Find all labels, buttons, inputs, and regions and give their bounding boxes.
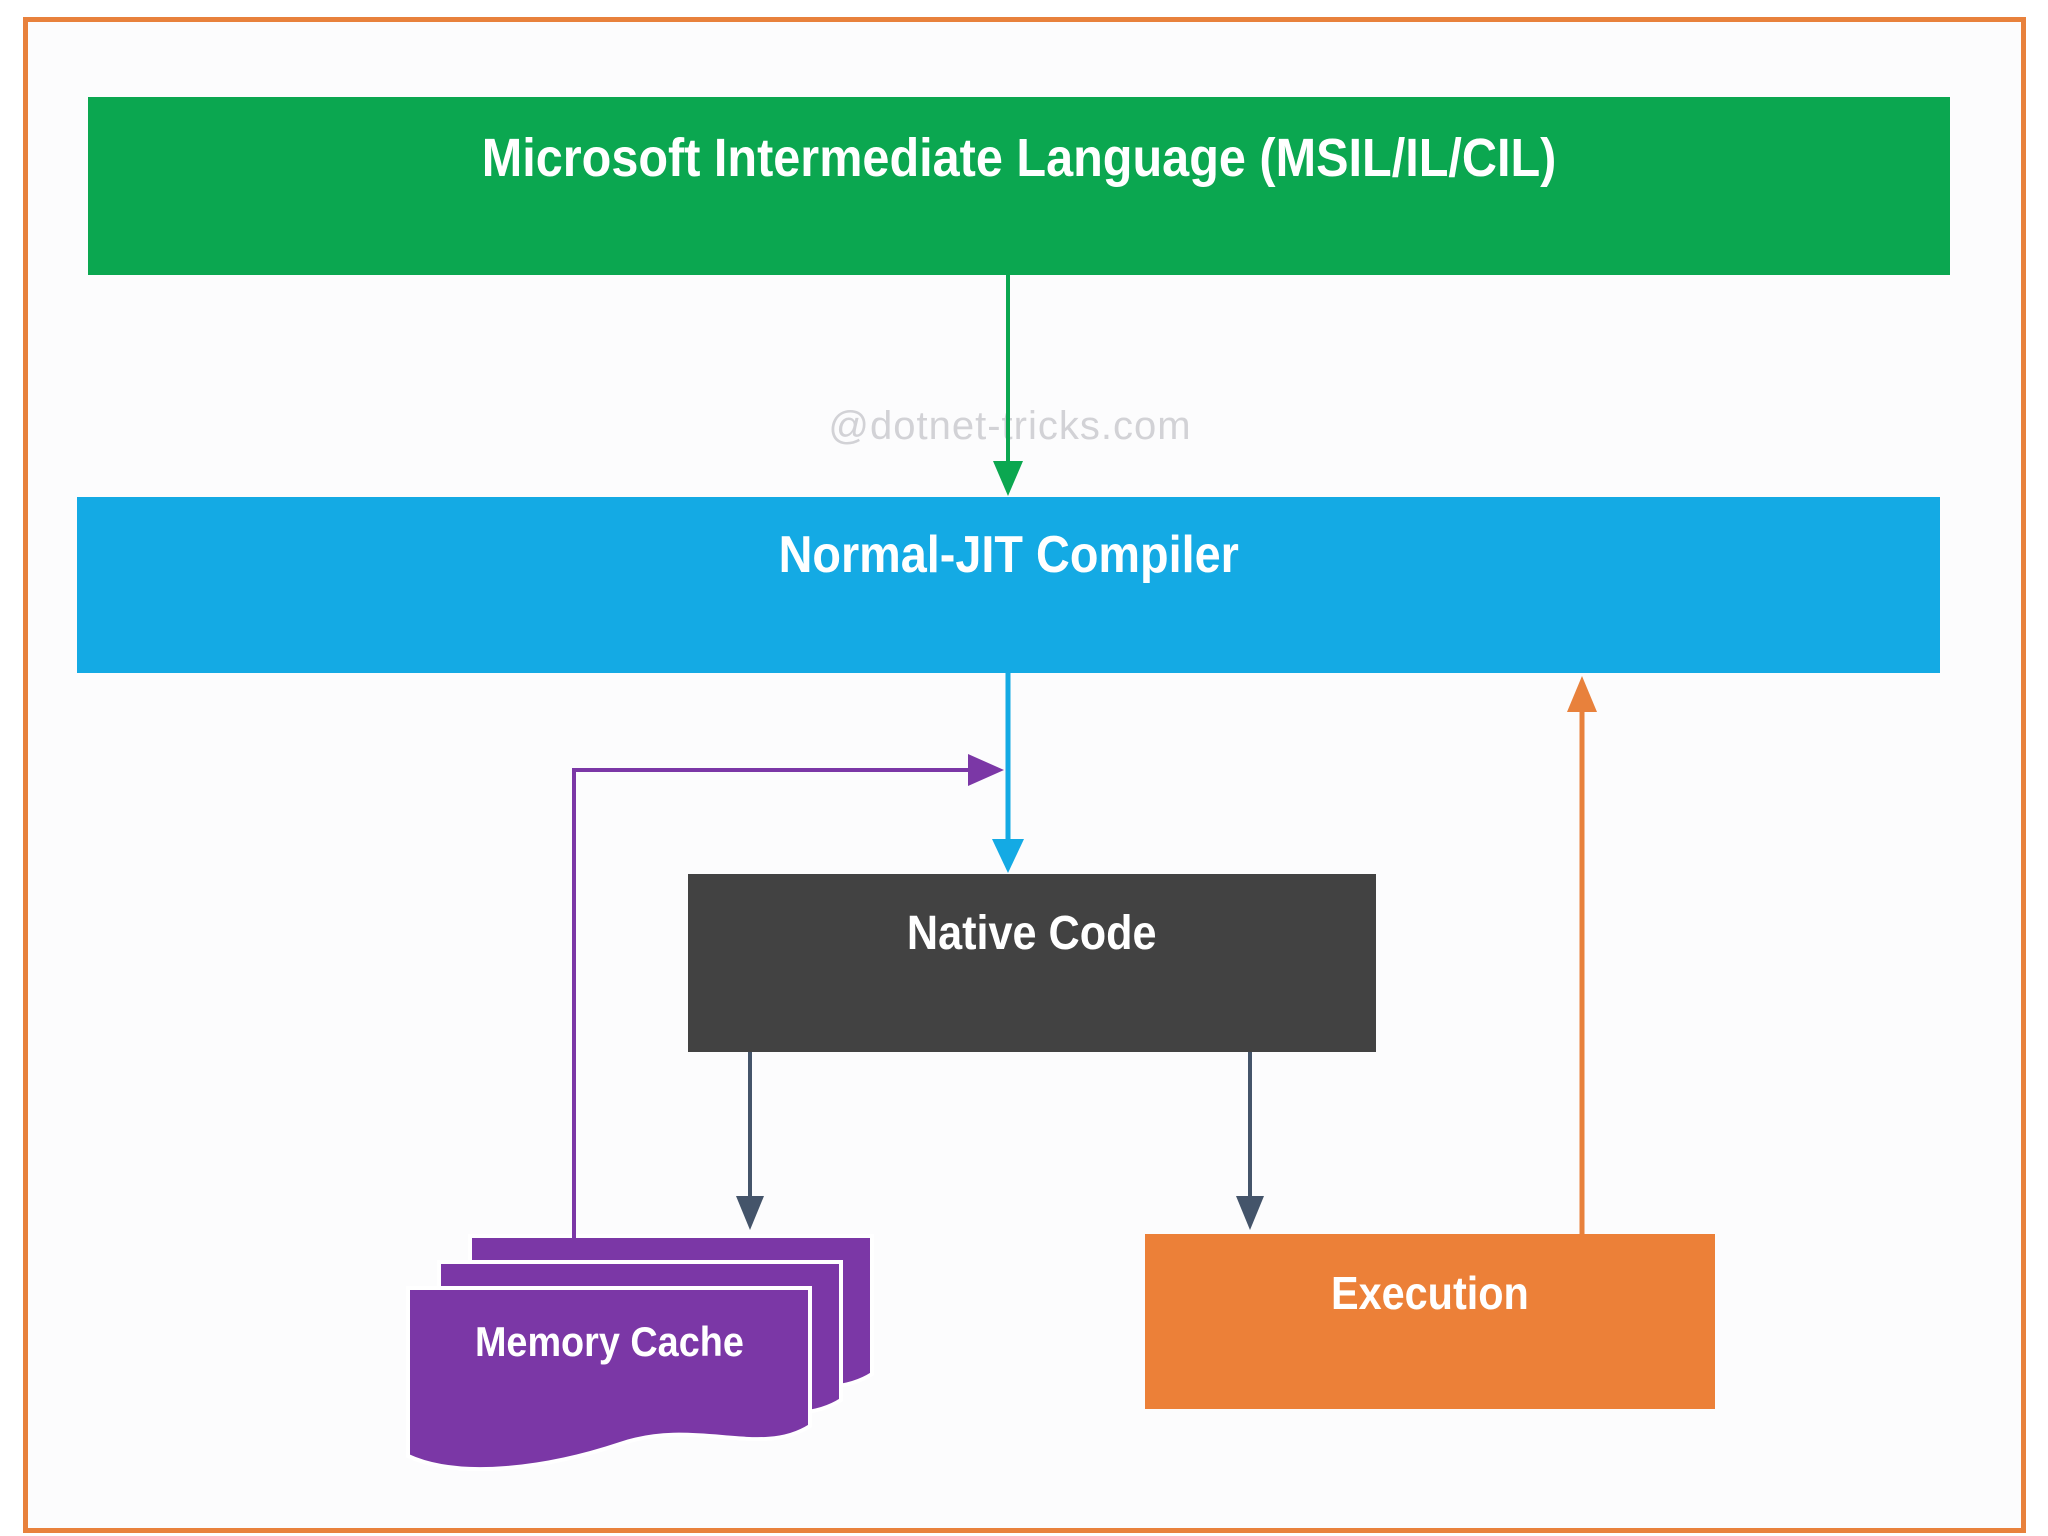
node-jit-compiler-label: Normal-JIT Compiler <box>778 526 1239 584</box>
node-msil-label: Microsoft Intermediate Language (MSIL/IL… <box>481 128 1557 188</box>
node-execution: Execution <box>1145 1234 1715 1409</box>
node-msil: Microsoft Intermediate Language (MSIL/IL… <box>88 97 1950 275</box>
node-jit-compiler: Normal-JIT Compiler <box>77 497 1940 673</box>
node-memory-cache: Memory Cache <box>408 1288 810 1438</box>
node-native-code-label: Native Code <box>907 907 1157 960</box>
node-memory-cache-label: Memory Cache <box>474 1318 744 1365</box>
watermark-text: @dotnet-tricks.com <box>828 404 1192 448</box>
node-execution-label: Execution <box>1331 1267 1529 1319</box>
node-native-code: Native Code <box>688 874 1376 1052</box>
